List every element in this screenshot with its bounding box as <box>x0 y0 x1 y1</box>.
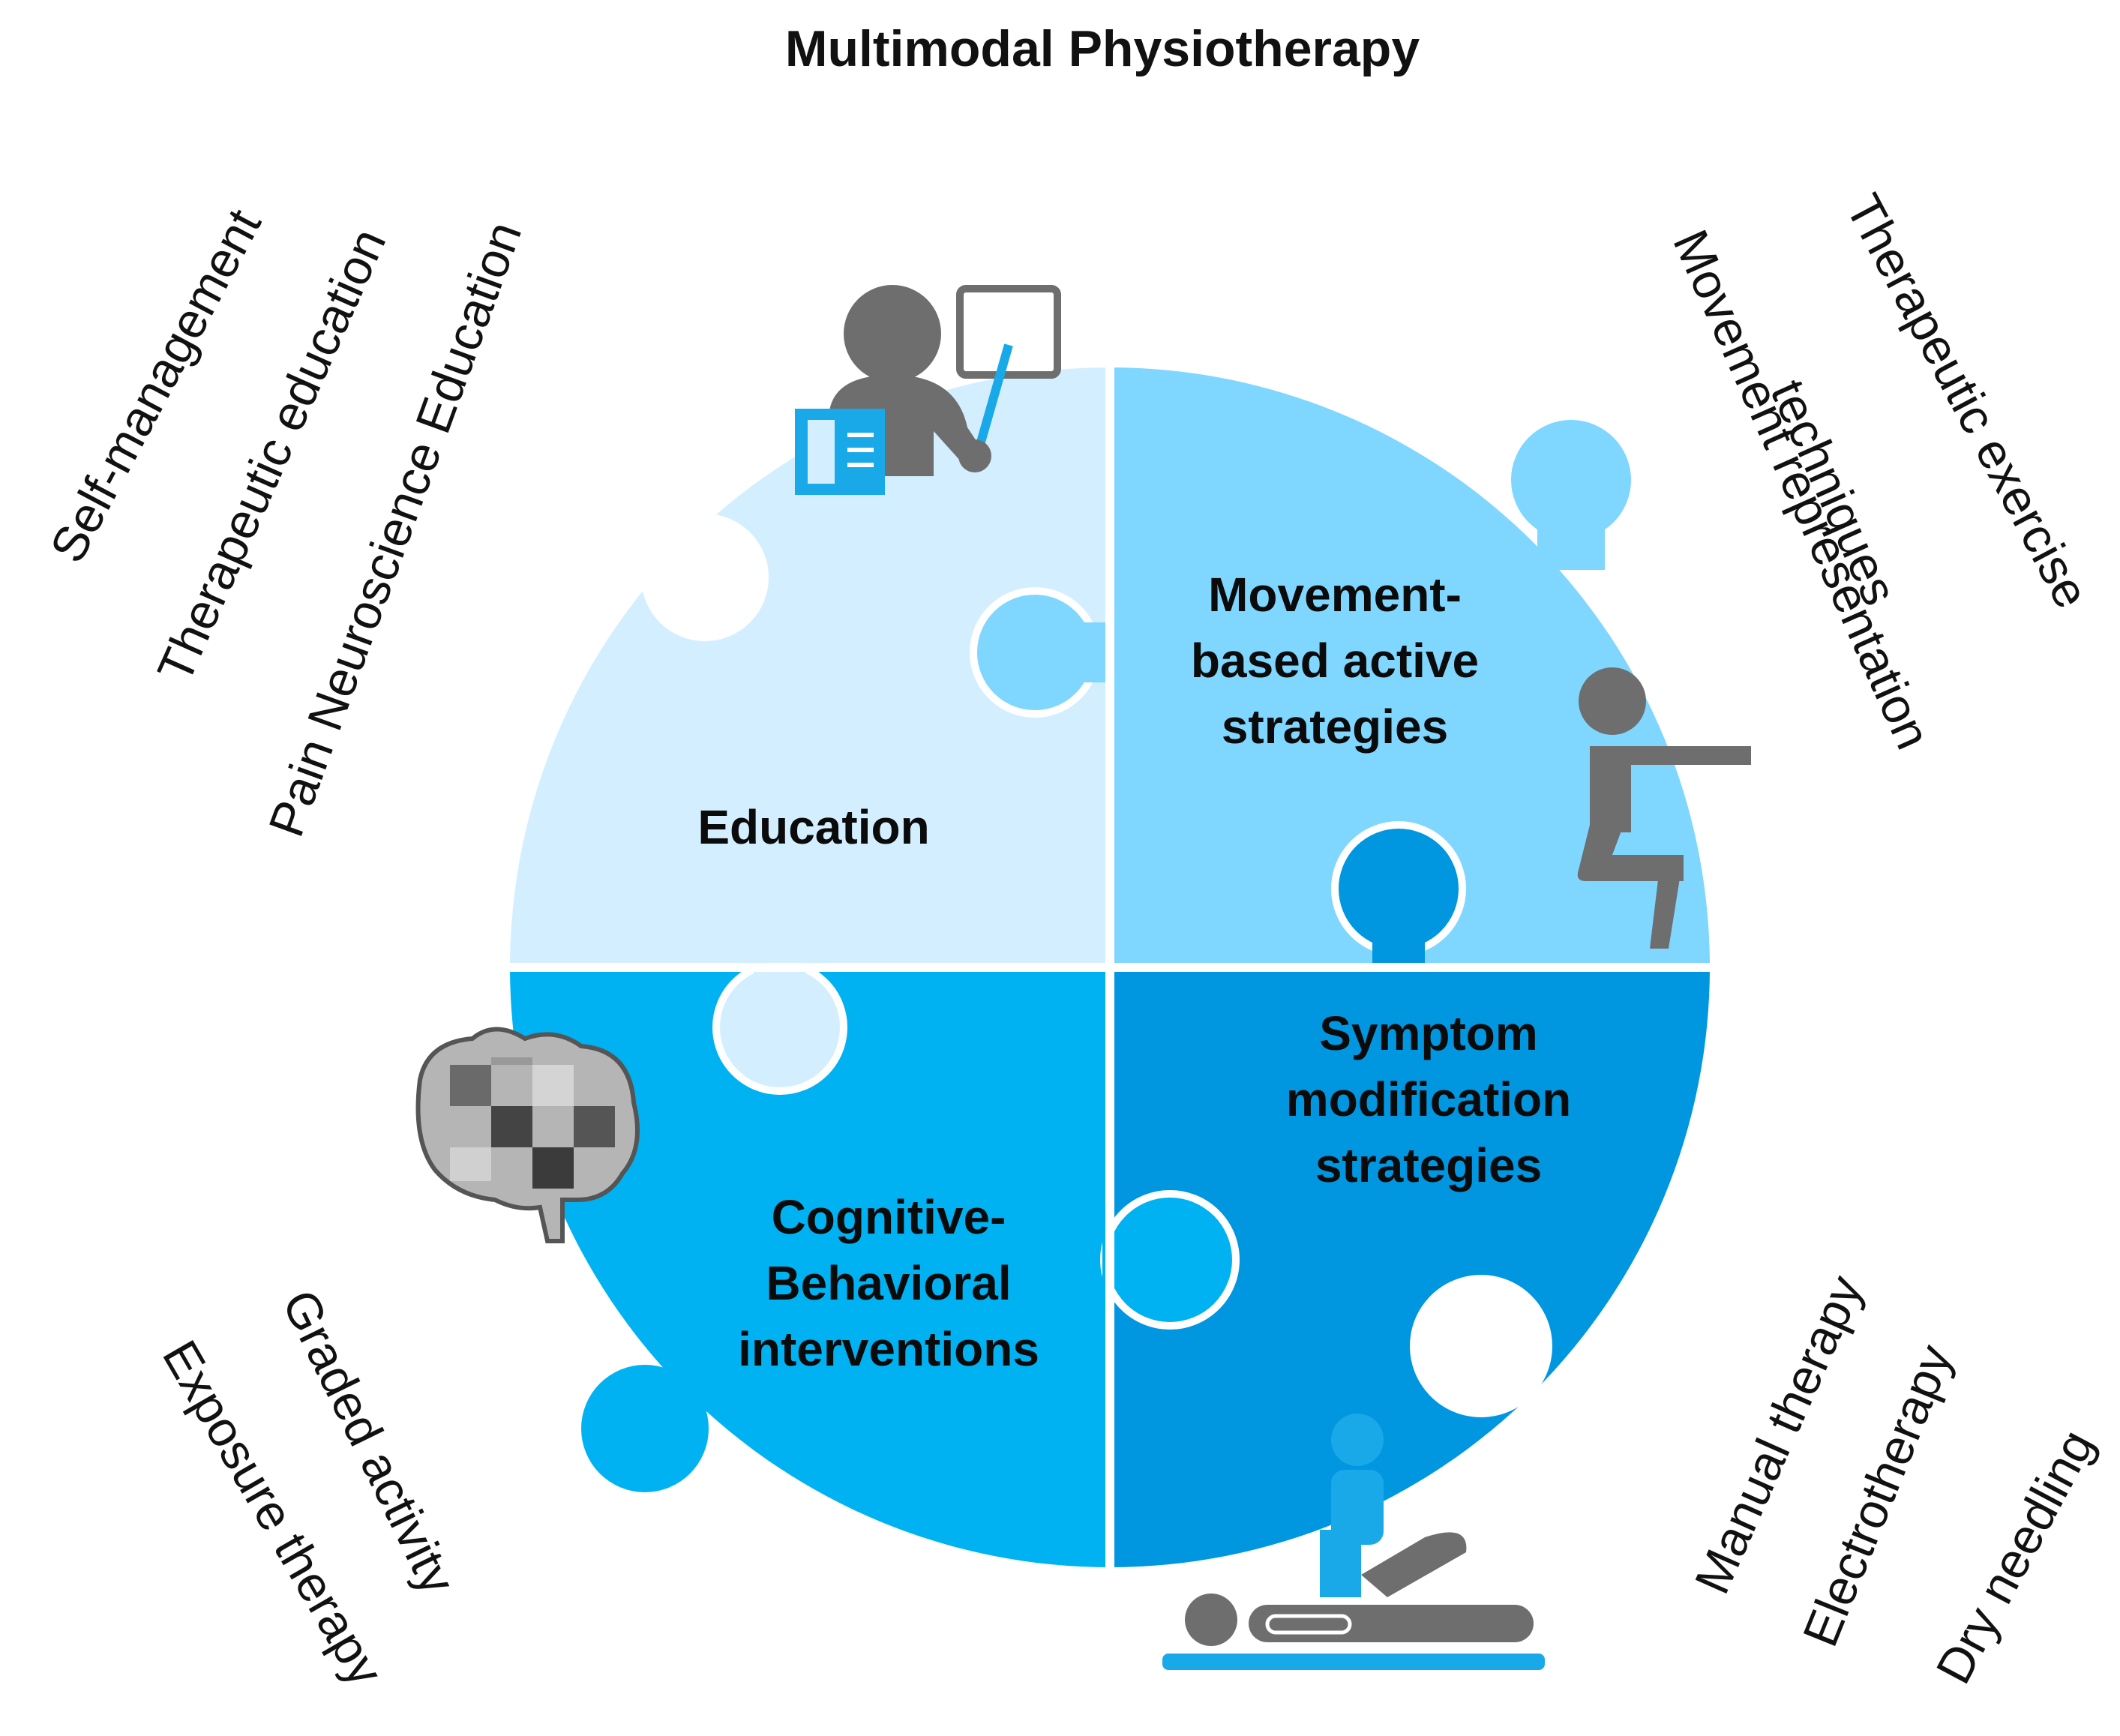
label-symptom-line3: strategies <box>1315 1138 1542 1192</box>
label-education: Education <box>697 800 929 854</box>
label-cognitive-line1: Cognitive- <box>772 1190 1006 1244</box>
label-pain-neuroscience-education: Pain Neuroscience Education <box>258 214 532 844</box>
label-cognitive-line3: interventions <box>738 1322 1039 1376</box>
label-movement-line3: strategies <box>1222 700 1448 754</box>
tab-symptom-into-movement-neck <box>1372 892 1425 967</box>
notch-cognitive-left <box>581 1365 709 1492</box>
label-dry-needling: Dry needling <box>1925 1421 2104 1693</box>
squat-person-icon <box>1577 667 1751 949</box>
notch-education-left <box>641 514 769 641</box>
quadrant-movement <box>1110 367 1710 967</box>
tab-movement-into-education-neck <box>1050 622 1110 682</box>
label-symptom-line2: modification <box>1286 1072 1571 1126</box>
brain-puzzle-icon <box>415 1027 640 1243</box>
teacher-icon <box>795 285 1061 495</box>
notch-symptom-right <box>1410 1275 1552 1417</box>
quadrant-cognitive <box>510 967 1110 1567</box>
physiotherapy-patient-icon <box>1162 1414 1545 1670</box>
tab-movement-top-neck <box>1537 480 1605 570</box>
label-movement-line1: Movement- <box>1208 568 1462 622</box>
quadrant-symptom <box>1110 967 1710 1567</box>
label-symptom-line1: Symptom <box>1319 1006 1538 1060</box>
label-cognitive-line2: Behavioral <box>766 1256 1011 1310</box>
label-movement-line2: based active <box>1191 634 1479 688</box>
quadrant-education <box>510 367 1110 967</box>
diagram-title: Multimodal Physiotherapy <box>785 20 1420 77</box>
puzzle-circle <box>495 360 1725 1575</box>
